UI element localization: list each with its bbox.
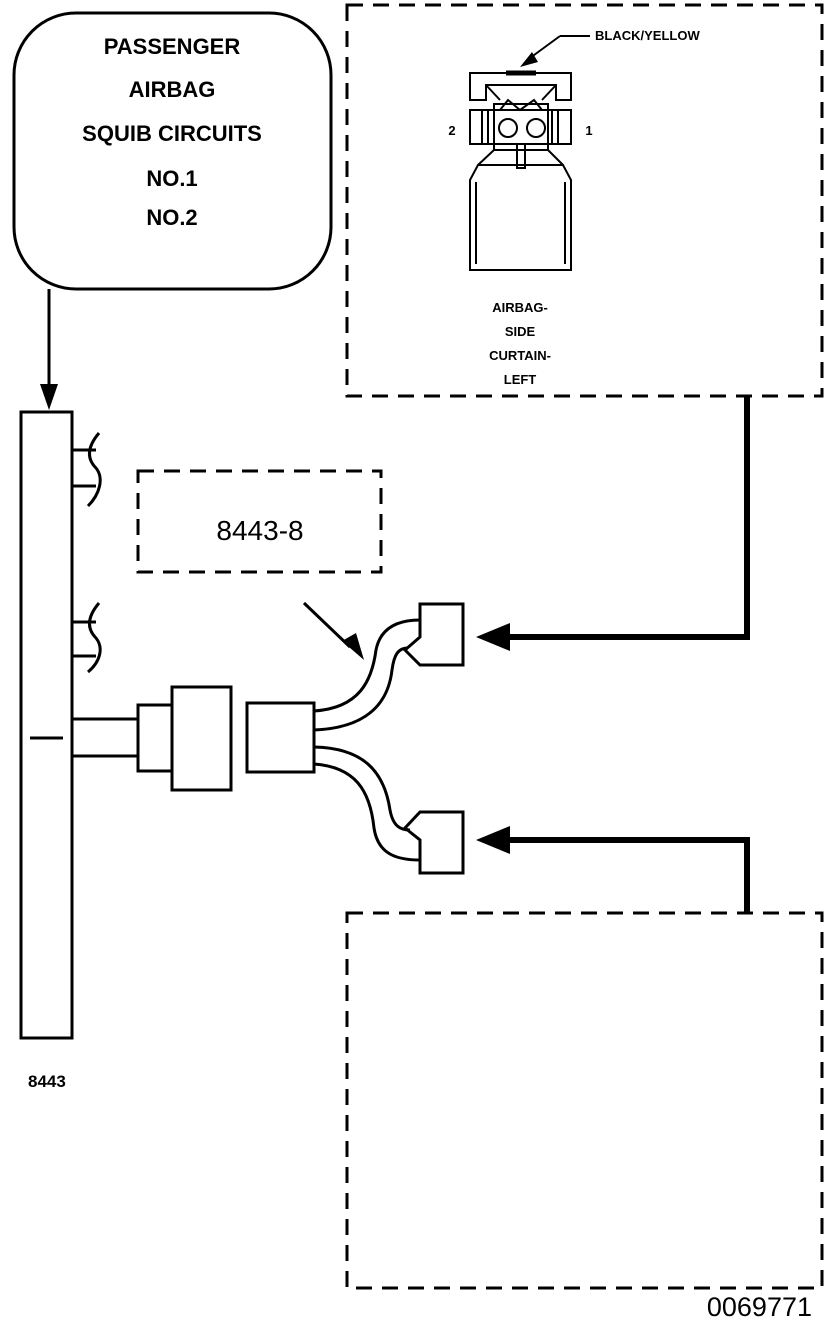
connector-ref-callout: 8443-8 xyxy=(136,469,383,660)
upper-pointer-arrow xyxy=(476,396,750,651)
pin-2-label: 2 xyxy=(448,123,455,138)
connector-face-drawing xyxy=(469,70,572,271)
wire-color-label: BLACK/YELLOW xyxy=(595,28,700,43)
squib-box-outline xyxy=(12,11,333,291)
harness-branch-lower xyxy=(72,602,102,674)
callout-pointer-line xyxy=(302,601,352,649)
connector-view-box: BLACK/YELLOW 2 1 AIRBAG- SIDE xyxy=(345,3,824,398)
squib-to-harness-arrow xyxy=(40,289,58,410)
connector-name-line-3: CURTAIN- xyxy=(489,348,551,363)
connector-name-line-2: SIDE xyxy=(505,324,536,339)
pigtail-terminal-lower xyxy=(402,810,465,875)
squib-line-1: PASSENGER xyxy=(104,34,241,59)
lower-view-box xyxy=(345,911,824,1290)
connector-ref-label: 8443-8 xyxy=(216,515,303,546)
pigtail-terminal-upper xyxy=(402,602,465,667)
callout-pointer-head xyxy=(342,633,364,660)
harness-bar: 8443 xyxy=(19,410,74,1091)
connector-male-end xyxy=(136,703,174,773)
connector-body xyxy=(170,685,233,792)
harness-outline xyxy=(19,410,74,1040)
squib-line-3: SQUIB CIRCUITS xyxy=(82,121,262,146)
squib-line-5: NO.2 xyxy=(146,205,197,230)
figure-code: 0069771 xyxy=(707,1292,812,1322)
squib-line-2: AIRBAG xyxy=(129,77,216,102)
connector-name-line-4: LEFT xyxy=(504,372,537,387)
squib-line-4: NO.1 xyxy=(146,166,197,191)
connector-ref-box xyxy=(136,469,383,574)
pigtail-wires xyxy=(313,618,421,862)
connector-female-end xyxy=(245,701,316,774)
connector-view-outline xyxy=(345,3,824,398)
harness-label: 8443 xyxy=(28,1072,66,1091)
connector-name-line-1: AIRBAG- xyxy=(492,300,548,315)
wire-color-leader-head xyxy=(520,52,538,67)
harness-connector-wires xyxy=(72,717,138,758)
squib-circuits-box: PASSENGER AIRBAG SQUIB CIRCUITS NO.1 NO.… xyxy=(12,11,333,291)
inline-connector xyxy=(136,685,316,792)
lower-pointer-arrow xyxy=(476,826,750,913)
pin-1-label: 1 xyxy=(585,123,592,138)
wire-color-leader-d xyxy=(529,35,561,59)
lower-view-outline xyxy=(345,911,824,1290)
harness-branch-upper xyxy=(72,432,102,508)
